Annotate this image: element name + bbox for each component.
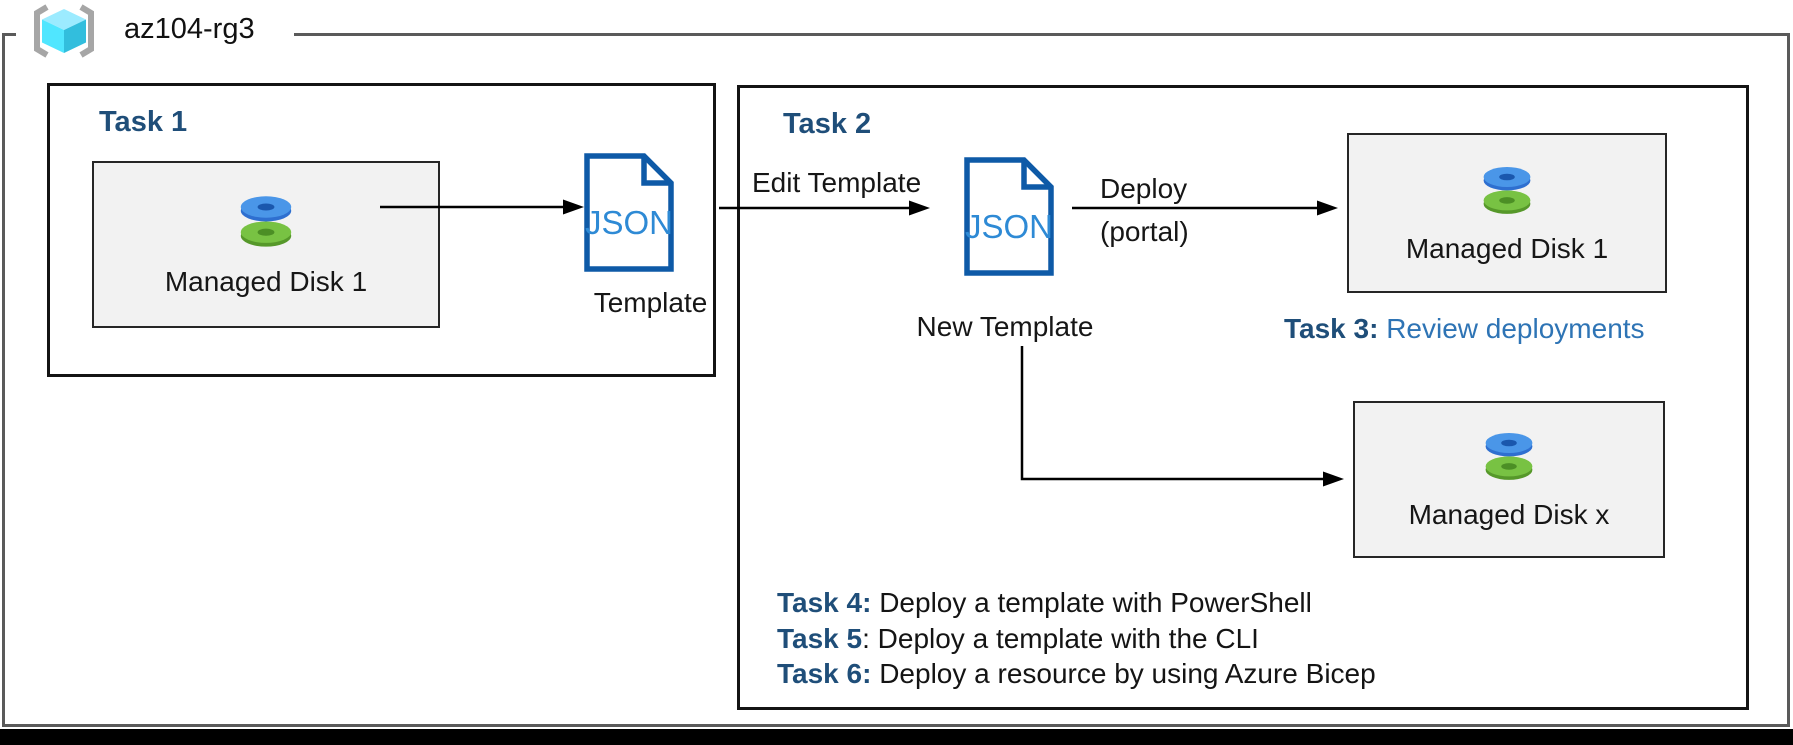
deploy-portal-label: (portal) [1100,216,1189,247]
task2-title: Task 2 [783,108,872,140]
task-list: Task 4: Deploy a template with PowerShel… [777,585,1376,692]
json-file-icon: JSON [964,157,1054,276]
deploy-label: Deploy [1100,173,1188,204]
managed-disk-1-deployed-box: Managed Disk 1 [1347,133,1667,293]
task6-text: Deploy a resource by using Azure Bicep [871,658,1376,689]
bracket-left [34,4,49,58]
managed-disk-icon [1485,433,1533,480]
resource-group-icon [34,4,94,58]
managed-disk-1-box: Managed Disk 1 [92,161,440,328]
managed-disk-icon [1483,166,1531,214]
window-bottom-bar [0,729,1793,745]
edit-template-label: Edit Template [752,167,922,198]
cube-right-face [64,19,86,53]
bracket-right [79,4,94,58]
json-file-text: JSON [585,204,673,241]
cube-left-face [42,19,64,53]
json-file-icon: JSON [584,153,674,272]
managed-disk-1-label: Managed Disk 1 [164,266,368,297]
task1-title: Task 1 [99,106,188,138]
json-file-text: JSON [965,208,1053,245]
managed-disk-icon [240,196,292,247]
task6-item: Task 6: Deploy a resource by using Azure… [777,656,1376,692]
task5-item: Task 5: Deploy a template with the CLI [777,621,1376,657]
task3-caption: Task 3: Review deployments [1284,313,1645,345]
task6-label: Task 6: [777,658,872,689]
new-template-label: New Template [916,311,1094,342]
resource-group-frame [2,33,1790,727]
template-label: Template [593,287,708,318]
task3-text: Review deployments [1378,313,1645,344]
frame-border-gap [16,30,294,39]
managed-disk-x-box: Managed Disk x [1353,401,1665,558]
task5-text: : Deploy a template with the CLI [862,622,1259,654]
task3-label: Task 3: [1284,313,1379,344]
task4-text: Deploy a template with PowerShell [871,587,1312,618]
managed-disk-x-label: Managed Disk x [1408,499,1610,530]
task5-label: Task 5 [777,622,863,654]
task4-label: Task 4: [777,587,872,618]
managed-disk-1-deployed-label: Managed Disk 1 [1405,232,1609,264]
task4-item: Task 4: Deploy a template with PowerShel… [777,585,1376,621]
resource-group-name: az104-rg3 [124,13,255,45]
